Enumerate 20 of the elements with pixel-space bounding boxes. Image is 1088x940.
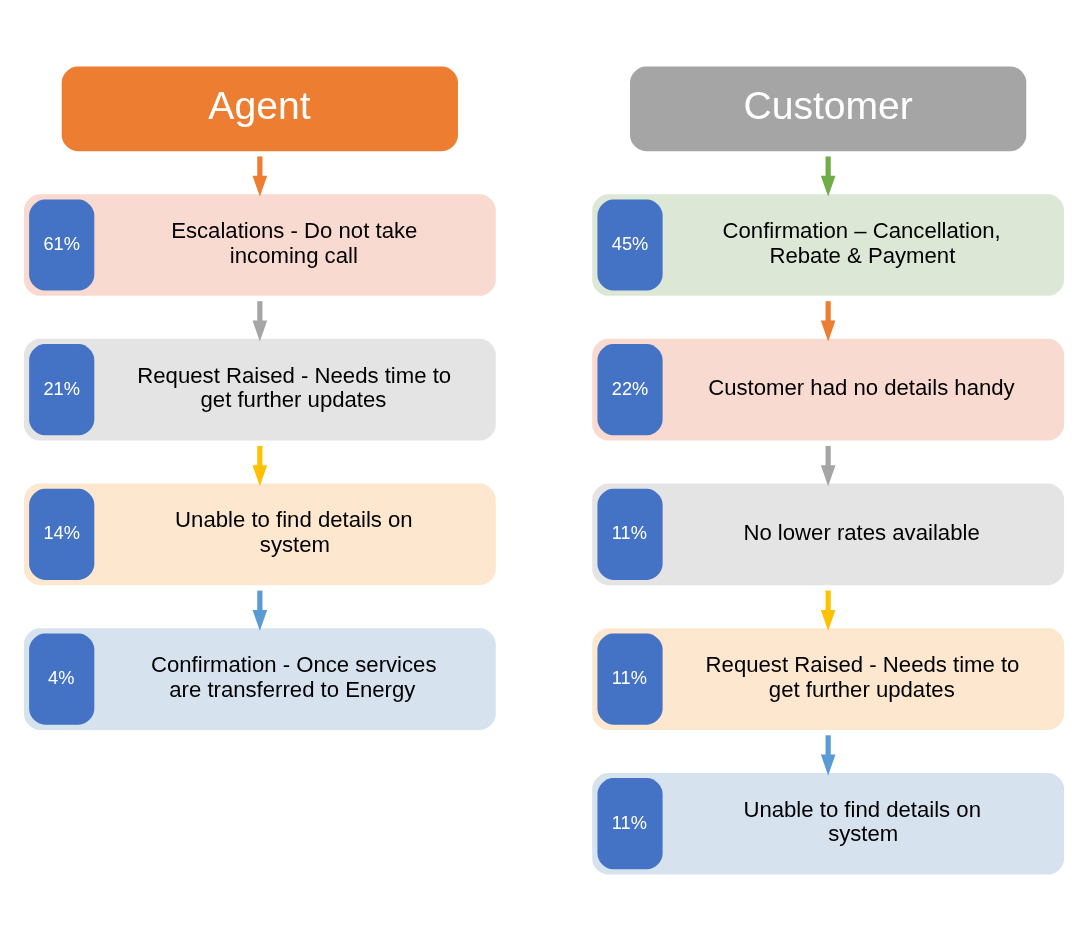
node-box: Customer — [630, 65, 1027, 151]
node-box: Agent — [61, 65, 458, 151]
node-box: 11% Unable to find details on system — [592, 772, 1065, 875]
node-box: 21% Request Raised - Needs time to get further updates — [23, 338, 496, 440]
node-box: 11% Request Raised - Needs time to get further updates — [592, 627, 1065, 730]
node-box: 22% Customer had no details handy — [592, 338, 1065, 440]
node-box: 45% Confirmation – Cancellation, Rebate & Payment — [592, 193, 1065, 296]
arrow — [820, 590, 836, 631]
arrow — [820, 300, 836, 341]
arrow — [252, 300, 268, 341]
arrow — [252, 590, 268, 631]
node-box: 11% No lower rates available — [592, 483, 1065, 585]
arrow — [820, 445, 836, 486]
arrow — [252, 155, 268, 197]
arrow — [820, 734, 836, 776]
node-box: 14% Unable to find details on system — [23, 483, 496, 585]
arrow — [820, 155, 836, 197]
node-box: 61% Escalations - Do not take incoming call — [23, 193, 496, 296]
arrow — [252, 445, 268, 486]
node-box: 4% Confirmation - Once services are transferred to Energy — [23, 627, 496, 730]
